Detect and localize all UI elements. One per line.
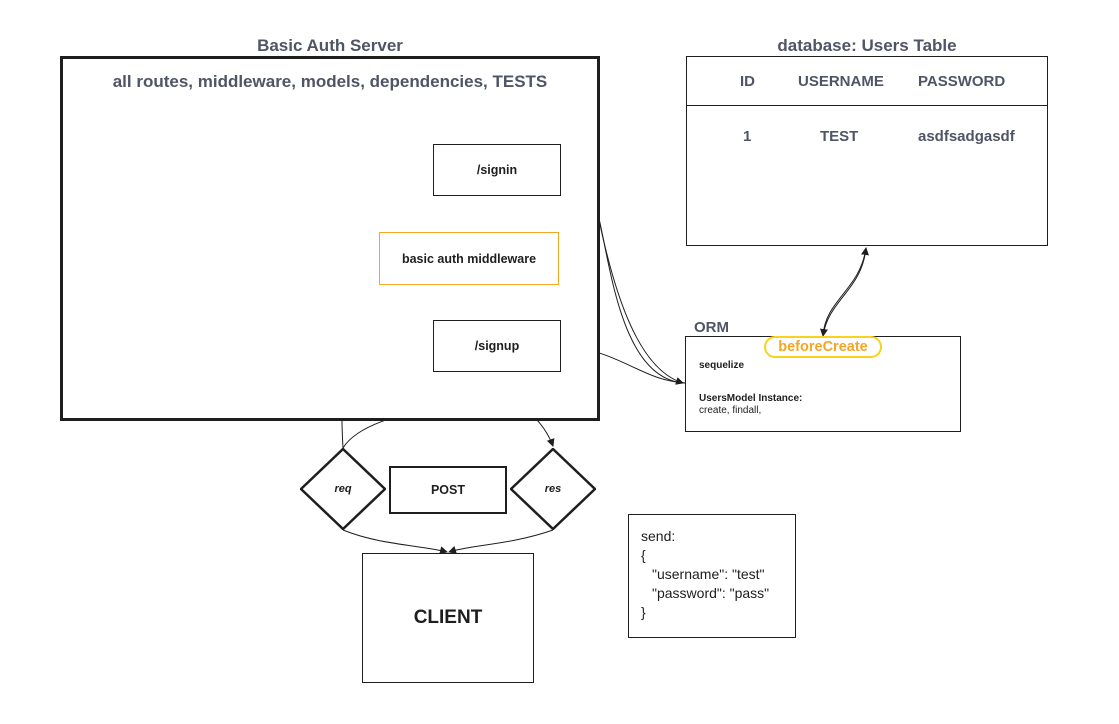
arrow-signin-to-orm <box>596 209 684 385</box>
basic-auth-middleware: basic auth middleware <box>379 232 559 285</box>
res-label: res <box>544 483 562 495</box>
table-header-id: ID <box>740 73 755 90</box>
orm-label: ORM <box>694 319 729 336</box>
table-header-username: USERNAME <box>798 73 884 90</box>
arrow-orm-to-db <box>822 247 869 337</box>
req-label: req <box>334 483 352 495</box>
payload-line-5: } <box>641 604 646 620</box>
server-subtitle: all routes, middleware, models, dependen… <box>112 72 548 91</box>
table-header-divider <box>686 105 1048 106</box>
payload-line-2: { <box>641 547 646 563</box>
request-payload: send: { "username": "test" "password": "… <box>628 514 796 638</box>
signup-route: /signup <box>433 320 561 372</box>
payload-line-4: "password": "pass" <box>652 585 770 601</box>
table-cell-username: TEST <box>820 128 859 145</box>
signin-route: /signin <box>433 144 561 196</box>
client-box: CLIENT <box>362 553 534 683</box>
users-table <box>686 56 1048 246</box>
res-node: res <box>510 448 596 530</box>
arrow-req-to-client <box>342 529 448 555</box>
arrow-db-to-orm <box>820 247 867 337</box>
database-title: database: Users Table <box>777 36 957 55</box>
payload-line-3: "username": "test" <box>652 566 765 582</box>
payload-line-1: send: <box>641 528 676 544</box>
table-header-password: PASSWORD <box>918 73 1006 90</box>
server-title: Basic Auth Server <box>257 36 403 55</box>
arrow-res-to-client <box>448 529 554 554</box>
post-method: POST <box>389 466 507 514</box>
users-model-title: UsersModel Instance: <box>699 393 803 404</box>
orm-library: sequelize <box>699 360 745 371</box>
table-cell-id: 1 <box>743 128 752 145</box>
users-model-methods: create, findall, <box>699 405 762 416</box>
table-cell-password: asdfsadgasdf <box>918 128 1015 145</box>
before-create-hook: beforeCreate <box>764 336 882 358</box>
req-node: req <box>300 448 386 530</box>
